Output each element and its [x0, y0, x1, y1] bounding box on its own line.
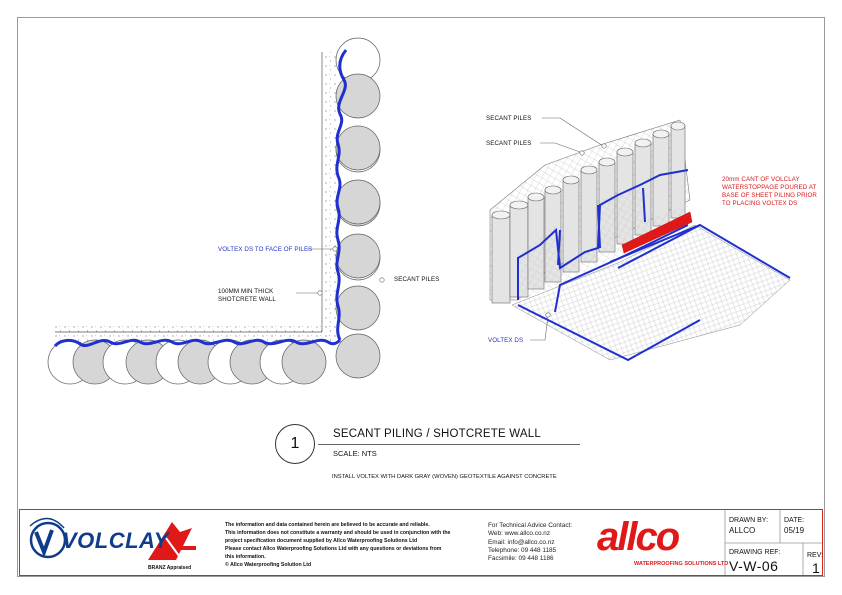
drawing-ref-value: V-W-06 — [729, 558, 779, 574]
contact-info: For Technical Advice Contact: Web: www.a… — [488, 522, 572, 564]
contact-heading: For Technical Advice Contact: — [488, 522, 573, 529]
drawn-by-value: ALLCO — [729, 526, 756, 535]
iso-leaders — [530, 117, 607, 341]
volclay-note-line2: WATERSTOPPAGE POURED AT — [722, 184, 817, 191]
volclay-note-line1: 20mm CANT OF VOLCLAY — [722, 176, 800, 183]
rev-label: REV: — [807, 552, 824, 559]
horizontal-piles — [47, 339, 327, 385]
disclaimer-line: © Allco Waterproofing Solution Ltd — [225, 562, 312, 569]
vertical-piles — [335, 37, 381, 379]
iso-membrane-panel — [520, 185, 690, 300]
title-block-dividers — [724, 509, 823, 576]
branz-logo-emblem — [148, 522, 196, 561]
drawing-ref-label: DRAWING REF: — [729, 549, 781, 556]
disclaimer-line: The information and data contained herei… — [225, 522, 430, 528]
volclay-note-line4: TO PLACING VOLTEX DS — [722, 200, 798, 207]
date-value: 05/19 — [784, 526, 805, 535]
disclaimer-line: This information does not constitute a w… — [225, 530, 451, 537]
secant-piles-iso-label-1: SECANT PILES — [486, 115, 532, 122]
title-underline — [318, 444, 580, 445]
shotcrete-label-line1: 100MM MIN THICK — [218, 288, 274, 295]
voltex-ds-iso-label: VOLTEX DS — [488, 337, 524, 344]
volclay-cant — [621, 211, 693, 254]
secant-piles-iso-label-2: SECANT PILES — [486, 140, 532, 147]
voltex-membrane-horizontal — [53, 338, 342, 348]
install-note: INSTALL VOLTEX WITH DARK GRAY (WOVEN) GE… — [332, 474, 557, 480]
disclaimer-line: this information. — [225, 554, 266, 561]
floor-slab — [511, 224, 791, 361]
iso-membrane-lines — [517, 169, 791, 362]
shotcrete-vertical — [322, 52, 338, 342]
detail-scale: SCALE: NTS — [333, 449, 377, 458]
volclay-logo-text: VOLCLAY — [62, 528, 169, 553]
shotcrete-label-line2: SHOTCRETE WALL — [218, 296, 276, 303]
voltex-membrane-vertical — [335, 49, 348, 341]
title-block — [19, 509, 823, 576]
secant-piles-plan-label: SECANT PILES — [394, 276, 440, 283]
detail-number: 1 — [275, 424, 315, 464]
detail-title: SECANT PILING / SHOTCRETE WALL — [333, 428, 541, 440]
drawing-sheet-border — [17, 17, 825, 577]
disclaimer-line: project specification document supplied … — [225, 538, 418, 545]
contact-telephone: Telephone: 09 448 1185 — [488, 546, 557, 554]
allco-tagline: WATERPROOFING SOLUTIONS LTD — [634, 561, 729, 567]
contact-email-link[interactable]: Email: info@allco.co.nz — [488, 538, 555, 546]
branz-logo-text: BRANZ Appraised — [148, 565, 192, 571]
drawn-by-label: DRAWN BY: — [729, 517, 769, 524]
allco-logo-text: allco — [597, 515, 680, 559]
volclay-note-line3: BASE OF SHEET PILING PRIOR — [722, 192, 817, 199]
contact-web-link[interactable]: Web: www.allco.co.nz — [488, 530, 551, 538]
disclaimer-line: Please contact Allco Waterproofing Solut… — [225, 546, 442, 553]
volclay-logo-emblem — [29, 517, 67, 559]
isometric-view — [489, 117, 791, 362]
plan-leaders — [296, 246, 385, 296]
rev-value: 1 — [812, 560, 820, 576]
disclaimer: The information and data contained herei… — [225, 521, 450, 569]
plan-view — [47, 37, 385, 385]
contact-facsimile: Facsimile: 09 448 1186 — [488, 555, 554, 563]
voltex-face-label: VOLTEX DS TO FACE OF PILES — [218, 246, 313, 253]
shotcrete-horizontal — [55, 326, 338, 343]
date-label: DATE: — [784, 517, 805, 524]
